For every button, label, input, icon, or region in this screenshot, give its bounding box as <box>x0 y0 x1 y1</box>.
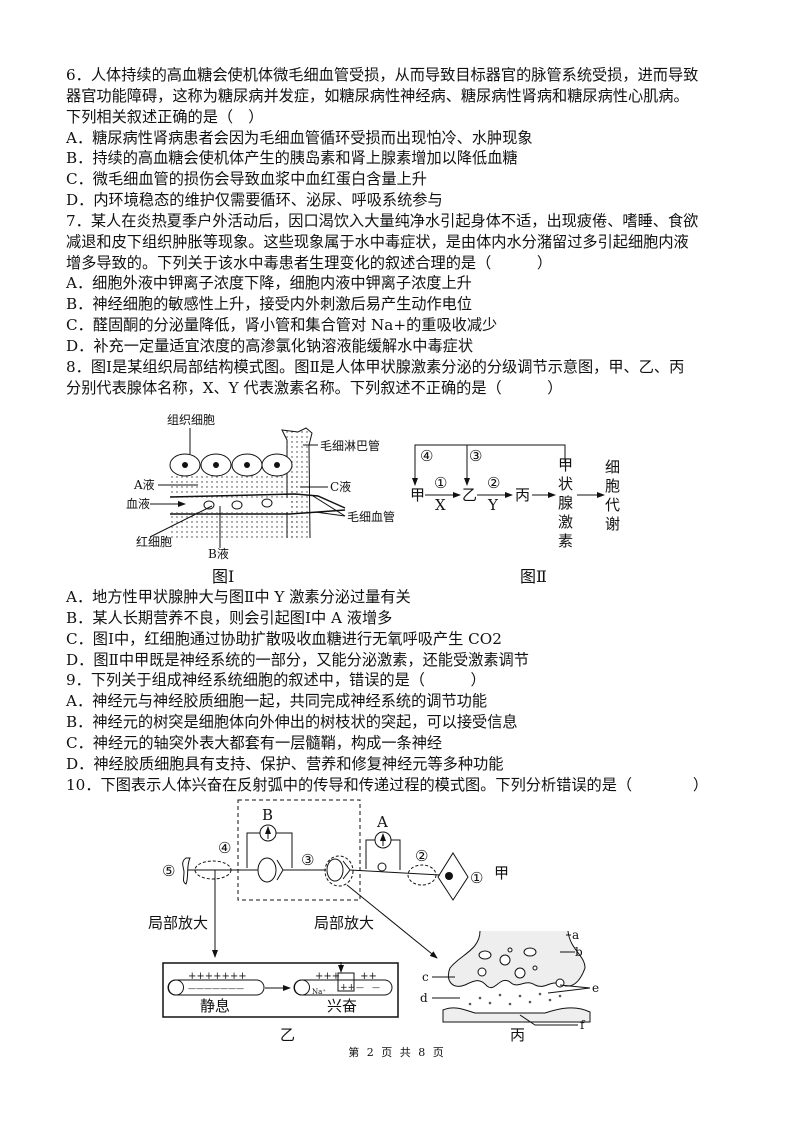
label-rest: 静息 <box>200 997 230 1015</box>
q8-option-b: B．某人长期营养不良，则会引起图Ⅰ中 A 液增多 <box>66 608 393 627</box>
questions-6-8: 6．人体持续的高血糖会使机体微毛细血管受损，从而导致目标器官的脉管系统受损，进而… <box>66 65 746 399</box>
label-1: ① <box>470 869 483 887</box>
label-1: ① <box>434 474 447 492</box>
label-jia: 甲 <box>410 486 425 504</box>
label-2: ② <box>487 474 500 492</box>
figure-2-thyroid-regulation: 甲 乙 丙 ④ ③ ① X ② Y 甲 状 腺 激 素 细 胞 代 谢 图Ⅱ <box>410 444 620 586</box>
q7-stem-1: 7．某人在炎热夏季户外活动后，因口渴饮入大量纯净水引起身体不适，出现疲倦、嗜睡、… <box>66 211 699 230</box>
figure-2-caption: 图Ⅱ <box>520 567 547 586</box>
label-x: X <box>435 496 446 514</box>
label-zoom-right: 局部放大 <box>314 914 374 932</box>
label-3: ③ <box>301 851 314 869</box>
q6-option-a: A．糖尿病性肾病患者会因为毛细血管循环受损而出现怕冷、水肿现象 <box>66 128 533 147</box>
label-c-fluid: C液 <box>330 479 351 494</box>
q7-option-c: C．醛固酮的分泌量降低，肾小管和集合管对 Na+的重吸收减少 <box>66 316 498 335</box>
label-3: ③ <box>469 447 482 465</box>
caption-bing: 丙 <box>510 1026 525 1044</box>
label-b: b <box>575 945 583 959</box>
char: 激 <box>558 513 573 531</box>
label-4: ④ <box>420 447 433 465</box>
label-a-fluid: A液 <box>133 477 155 492</box>
label-4: ④ <box>218 839 231 857</box>
q6-option-b: B．持续的高血糖会使机体产生的胰岛素和肾上腺素增加以降低血糖 <box>66 149 518 168</box>
label-bing: 丙 <box>515 486 530 504</box>
label-blood: 血液 <box>126 496 150 511</box>
label-na: Na⁺ <box>312 988 326 996</box>
q6-option-d: D．内环境稳态的维护仅需要循环、泌尿、呼吸系统参与 <box>66 191 443 210</box>
q8-stem-2: 分别代表腺体名称，X、Y 代表激素名称。下列叙述不正确的是（ ） <box>66 378 563 397</box>
q6-option-c: C．微毛细血管的损伤会导致血浆中血红蛋白含量上升 <box>66 170 427 189</box>
label-c: c <box>422 970 429 984</box>
label-blood-capillary: 毛细血管 <box>347 509 395 524</box>
q6-stem-1: 6．人体持续的高血糖会使机体微毛细血管受损，从而导致目标器官的脉管系统受损，进而… <box>66 66 699 84</box>
excite-charges-plus: +++ ++ <box>315 971 377 982</box>
q8-option-a: A．地方性甲状腺肿大与图Ⅱ中 Y 激素分泌过量有关 <box>66 588 411 606</box>
q7-stem-3: 增多导致的。下列关于该水中毒患者生理变化的叙述合理的是（ ） <box>66 253 552 272</box>
q7-option-d: D．补充一定量适宜浓度的高渗氯化钠溶液能缓解水中毒症状 <box>66 336 474 355</box>
char: 细 <box>605 458 620 476</box>
page-footer: 第 2 页 共 8 页 <box>348 1046 446 1059</box>
label-yi: 乙 <box>462 486 477 504</box>
figure-yi-membrane: +++++++ ——————— +++ ++ ++ — — Na⁺ 静息 兴奋 … <box>162 962 399 1044</box>
caption-yi: 乙 <box>280 1026 295 1044</box>
char: 谢 <box>605 515 620 533</box>
q9-option-a: A．神经元与神经胶质细胞一起，共同完成神经系统的调节功能 <box>66 692 488 711</box>
excite-box-plus: ++ <box>340 983 355 993</box>
q8-stem-1: 8．图Ⅰ是某组织局部结构模式图。图Ⅱ是人体甲状腺激素分泌的分级调节示意图，甲、乙… <box>66 357 685 376</box>
label-red-cell: 红细胞 <box>136 534 172 549</box>
char: 素 <box>558 532 573 550</box>
q8-option-d: D．图Ⅱ中甲既是神经系统的一部分，又能分泌激素，还能受激素调节 <box>66 650 529 669</box>
q9-option-d: D．神经胶质细胞具有支持、保护、营养和修复神经元等多种功能 <box>66 754 504 773</box>
label-excite: 兴奋 <box>327 997 357 1015</box>
label-f: f <box>580 1018 586 1032</box>
meter-a-label: A <box>376 813 388 831</box>
q6-stem-3: 下列相关叙述正确的是（ ） <box>66 107 264 126</box>
label-d: d <box>420 991 428 1005</box>
q6-stem-2: 器官功能障碍，这称为糖尿病并发症，如糖尿病性神经病、糖尿病性肾病和糖尿病性心肌病… <box>66 86 689 105</box>
rest-charges-plus: +++++++ <box>188 971 247 982</box>
char: 状 <box>558 475 573 493</box>
figure-reflex-arc: ⑤ ④ ③ ② ① 甲 B A 局部放大 局部放大 +++++++ ——————… <box>148 799 599 1044</box>
label-5: ⑤ <box>162 862 175 880</box>
figure-bing-synapse: a b c d e f 丙 <box>420 928 599 1044</box>
q10-stem: 10．下图表示人体兴奋在反射弧中的传导和传递过程的模式图。下列分析错误的是（ ） <box>66 775 709 794</box>
label-zoom-left: 局部放大 <box>148 914 208 932</box>
excite-charges-minus: — — <box>356 983 380 992</box>
q9-option-c: C．神经元的轴突外表大都套有一层髓鞘，构成一条神经 <box>66 733 443 752</box>
label-tissue-cell: 组织细胞 <box>167 413 215 427</box>
label-y: Y <box>487 496 499 514</box>
char: 代 <box>605 496 620 514</box>
meter-b-label: B <box>262 806 273 824</box>
figure-1-caption: 图Ⅰ <box>212 567 234 586</box>
label-e: e <box>592 981 599 995</box>
q9-option-b: B．神经元的树突是细胞体向外伸出的树枝状的突起，可以接受信息 <box>66 713 518 732</box>
char: 胞 <box>605 477 620 495</box>
label-2: ② <box>415 847 428 865</box>
label-a: a <box>572 928 579 942</box>
label-cell-metabolism: 细 胞 代 谢 <box>605 458 620 533</box>
q7-stem-2: 减退和皮下组织肿胀等现象。这些现象属于水中毒症状，是由体内水分潴留过多引起细胞内… <box>66 232 689 251</box>
q8-option-c: C．图Ⅰ中，红细胞通过协助扩散吸收血糖进行无氧呼吸产生 CO2 <box>66 629 502 648</box>
questions-8-10: A．地方性甲状腺肿大与图Ⅱ中 Y 激素分泌过量有关 B．某人长期营养不良，则会引… <box>66 587 746 795</box>
figure-1-tissue: 组织细胞 毛细淋巴管 A液 血液 C液 毛细血管 红细胞 B液 图Ⅰ <box>126 413 395 586</box>
label-b-fluid: B液 <box>208 546 229 561</box>
label-jia: 甲 <box>494 864 509 882</box>
char: 甲 <box>558 456 573 474</box>
q7-option-b: B．神经细胞的敏感性上升，接受内外刺激后易产生动作电位 <box>66 295 473 314</box>
char: 腺 <box>558 494 573 512</box>
q7-option-a: A．细胞外液中钾离子浓度下降，细胞内液中钾离子浓度上升 <box>66 274 472 293</box>
label-thyroid-hormone: 甲 状 腺 激 素 <box>558 456 573 550</box>
label-lymph-capillary: 毛细淋巴管 <box>320 438 380 453</box>
q9-stem: 9．下列关于组成神经系统细胞的叙述中，错误的是（ ） <box>66 671 486 690</box>
rest-charges-minus: ——————— <box>188 984 244 993</box>
